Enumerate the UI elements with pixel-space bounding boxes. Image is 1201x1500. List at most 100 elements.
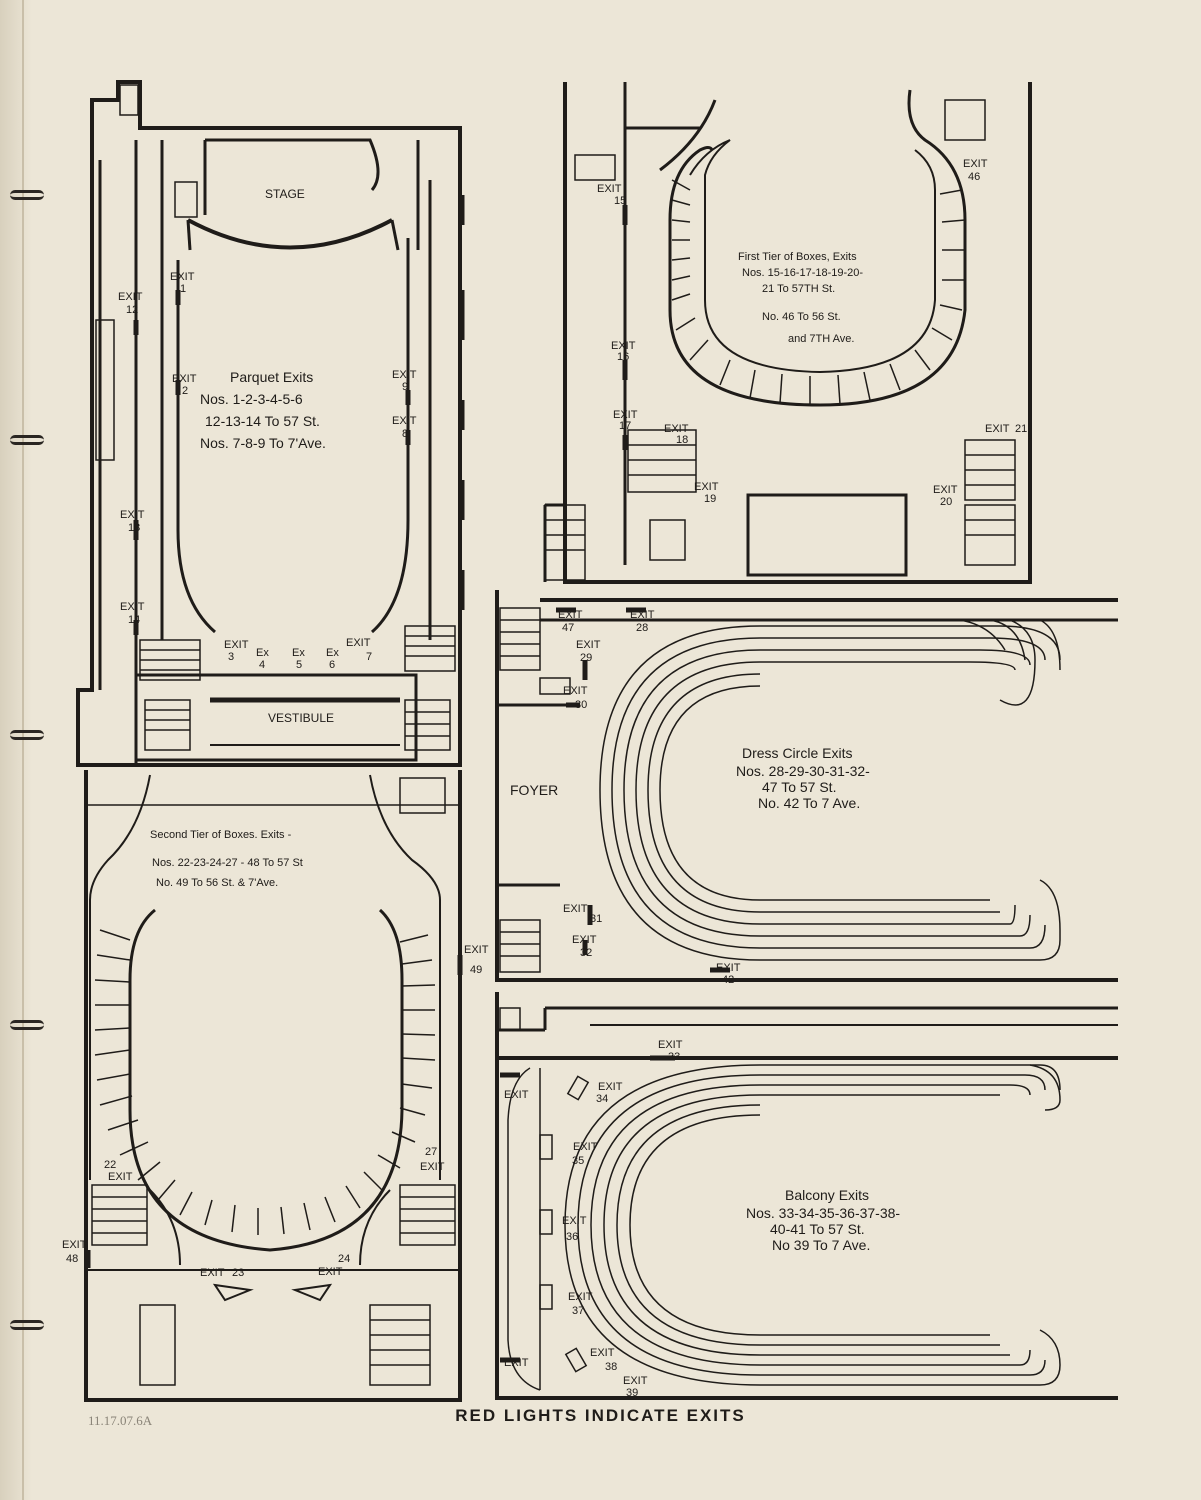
exit-number-2: 2: [182, 385, 188, 397]
exit-label: EXIT: [576, 639, 601, 651]
dress-circle-title: Dress Circle Exits: [742, 745, 852, 761]
binding-fold: [22, 0, 24, 1500]
exit-label: EXIT: [464, 944, 489, 956]
exit-number-36: 36: [566, 1231, 578, 1243]
exit-number-46: 46: [968, 171, 980, 183]
stage-label: STAGE: [265, 187, 305, 201]
second-tier-line-1: Nos. 22-23-24-27 - 48 To 57 St: [152, 857, 303, 869]
exit-number-33: 33: [668, 1051, 680, 1063]
exit-label: EXIT: [597, 183, 622, 195]
footer-caption: RED LIGHTS INDICATE EXITS: [455, 1406, 746, 1425]
exit-label: EXIT: [392, 415, 417, 427]
balcony-line-3: No 39 To 7 Ave.: [772, 1237, 870, 1253]
first-tier-line-4: and 7TH Ave.: [788, 333, 854, 345]
pencil-annotation: 11.17.07.6A: [88, 1413, 153, 1428]
exit-label: EXIT: [108, 1171, 133, 1183]
exit-number-27: 27: [425, 1146, 437, 1158]
exit-number-24: 24: [338, 1253, 350, 1265]
exit-label: EXIT: [573, 1141, 598, 1153]
exit-number-15: 15: [614, 195, 626, 207]
exit-label: EXIT: [563, 685, 588, 697]
exit-label: EXIT: [611, 340, 636, 352]
first-tier-line-2: 21 To 57TH St.: [762, 283, 835, 295]
exit-label: EXIT: [172, 373, 197, 385]
second-tier-line-2: No. 49 To 56 St. & 7'Ave.: [156, 877, 278, 889]
ex-label: Ex: [292, 647, 305, 659]
vestibule-label: VESTIBULE: [268, 711, 334, 725]
exit-label: EXIT: [630, 609, 655, 621]
exit-number-17: 17: [619, 420, 631, 432]
dress-circle-line-3: No. 42 To 7 Ave.: [758, 795, 860, 811]
binding-hole-icon: [10, 190, 44, 200]
exit-label: EXIT: [62, 1239, 87, 1251]
exit-label: EXIT: [200, 1267, 225, 1279]
exit-label: EXIT: [318, 1266, 343, 1278]
exit-number-38: 38: [605, 1361, 617, 1373]
ex-label: Ex: [326, 647, 339, 659]
exit-number-3: 3: [228, 651, 234, 663]
ex-label: Ex: [256, 647, 269, 659]
exit-number-4: 4: [259, 659, 265, 671]
parquet-line-2: 12-13-14 To 57 St.: [205, 413, 320, 429]
exit-number-35: 35: [572, 1155, 584, 1167]
exit-number-19: 19: [704, 493, 716, 505]
exit-number-9: 9: [402, 381, 408, 393]
exit-number-47: 47: [562, 622, 574, 634]
parquet-labels: STAGE VESTIBULE Parquet Exits Nos. 1-2-3…: [118, 187, 417, 725]
exit-label: EXIT: [504, 1357, 529, 1369]
exit-number-39: 39: [626, 1387, 638, 1399]
exit-label: EXIT: [392, 369, 417, 381]
first-tier-labels: First Tier of Boxes, Exits Nos. 15-16-17…: [597, 158, 1027, 508]
balcony-plan: [495, 992, 1118, 1400]
exit-label: EXIT: [563, 903, 588, 915]
exit-label: EXIT: [985, 423, 1010, 435]
exit-number-28: 28: [636, 622, 648, 634]
exit-number-22: 22: [104, 1159, 116, 1171]
exit-label: EXIT: [694, 481, 719, 493]
exit-label: EXIT: [598, 1081, 623, 1093]
exit-label: EXIT: [623, 1375, 648, 1387]
balcony-title: Balcony Exits: [785, 1187, 869, 1203]
exit-label: EXIT: [118, 291, 143, 303]
exit-number-48: 48: [66, 1253, 78, 1265]
balcony-labels: Balcony Exits Nos. 33-34-35-36-37-38- 40…: [504, 1039, 900, 1399]
exit-label: EXIT: [568, 1291, 593, 1303]
exit-number-18: 18: [676, 434, 688, 446]
exit-label: EXIT: [558, 609, 583, 621]
exit-label: EXIT: [716, 962, 741, 974]
exit-label: EXIT: [504, 1089, 529, 1101]
exit-number-7: 7: [366, 651, 372, 663]
parquet-floor-plan: [76, 80, 465, 767]
exit-label: EXIT: [613, 409, 638, 421]
binding-hole-icon: [10, 1320, 44, 1330]
exit-number-49: 49: [470, 964, 482, 976]
exit-number-16: 16: [617, 351, 629, 363]
exit-number-29: 29: [580, 652, 592, 664]
parquet-line-3: Nos. 7-8-9 To 7'Ave.: [200, 435, 326, 451]
binding-hole-icon: [10, 730, 44, 740]
dress-circle-labels: FOYER Dress Circle Exits Nos. 28-29-30-3…: [510, 609, 870, 986]
second-tier-plan: [84, 770, 463, 1402]
exit-label: EXIT: [963, 158, 988, 170]
foyer-label: FOYER: [510, 782, 558, 798]
first-tier-line-3: No. 46 To 56 St.: [762, 311, 841, 323]
exit-number-32: 32: [580, 947, 592, 959]
exit-number-37: 37: [572, 1305, 584, 1317]
exit-number-12: 12: [126, 304, 138, 316]
second-tier-title: Second Tier of Boxes. Exits -: [150, 829, 292, 841]
exit-label: EXIT: [664, 423, 689, 435]
dress-circle-line-1: Nos. 28-29-30-31-32-: [736, 763, 870, 779]
balcony-line-2: 40-41 To 57 St.: [770, 1221, 865, 1237]
exit-number-30: 30: [575, 699, 587, 711]
first-tier-plan: [543, 82, 1032, 584]
parquet-line-1: Nos. 1-2-3-4-5-6: [200, 391, 303, 407]
binding-hole-icon: [10, 435, 44, 445]
exit-number-31: 31: [590, 913, 602, 925]
exit-label: EXIT: [120, 601, 145, 613]
exit-number-5: 5: [296, 659, 302, 671]
dress-circle-line-2: 47 To 57 St.: [762, 779, 836, 795]
exit-number-1: 1: [180, 283, 186, 295]
exit-number-20: 20: [940, 496, 952, 508]
exit-label: EXIT: [420, 1161, 445, 1173]
